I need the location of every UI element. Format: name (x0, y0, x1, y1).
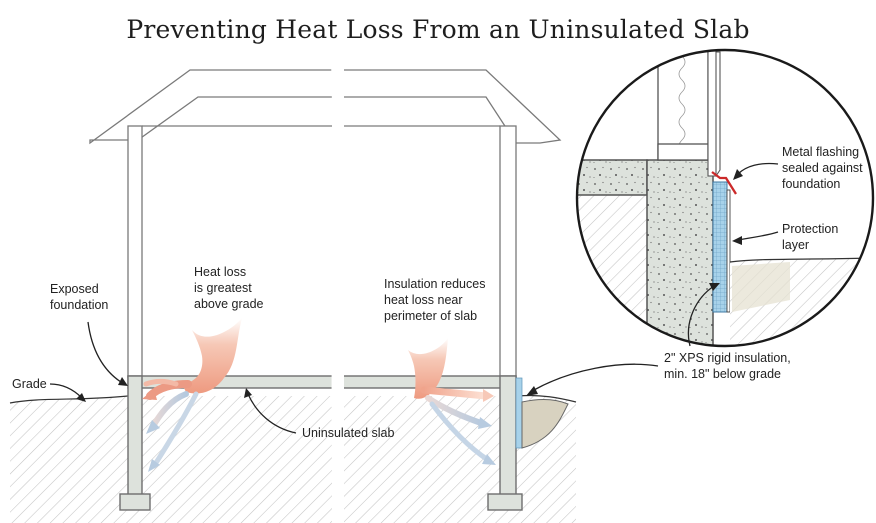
label-grade: Grade (12, 377, 47, 391)
label-heat-loss: Heat loss is greatest above grade (194, 265, 264, 311)
label-uninsulated-slab: Uninsulated slab (302, 426, 394, 440)
left-section (9, 69, 341, 523)
detail-magnifier (575, 48, 875, 348)
label-exposed-foundation: Exposed foundation (50, 282, 108, 312)
label-metal-flashing: Metal flashing sealed against foundation (782, 145, 866, 191)
label-insulation-reduces: Insulation reduces heat loss near perime… (384, 277, 489, 323)
label-xps-insulation: 2" XPS rigid insulation, min. 18" below … (664, 351, 794, 381)
diagram-title: Preventing Heat Loss From an Uninsulated… (126, 15, 749, 44)
label-protection-layer: Protection layer (782, 222, 842, 252)
heat-arrows-right (408, 338, 496, 465)
xps-insulation (515, 377, 523, 449)
heat-arrows-left (142, 318, 242, 472)
metal-flashing (711, 171, 737, 195)
